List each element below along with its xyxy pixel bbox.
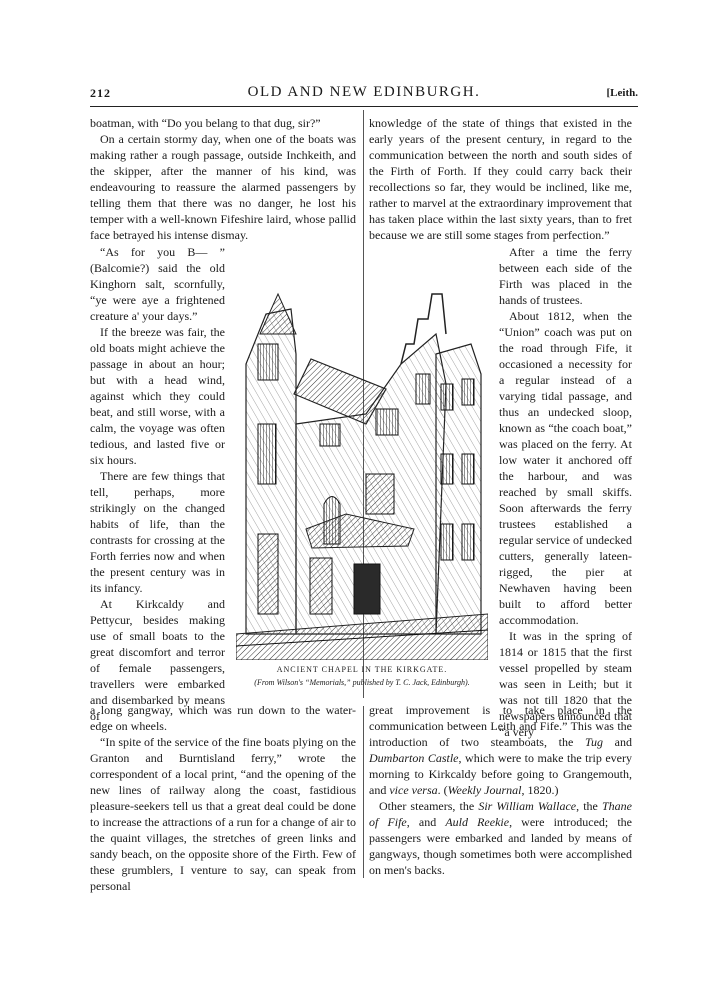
ship-name: Sir William Wallace: [478, 799, 577, 813]
header-rule: [90, 106, 638, 107]
text-run: . (: [437, 783, 448, 797]
paragraph: “In spite of the service of the fine boa…: [90, 735, 356, 893]
paragraph: On a certain stormy day, when one of the…: [90, 132, 356, 242]
paragraph: There are few things that tell, perhaps,…: [90, 469, 225, 595]
paragraph: It was in the spring of 1814 or 1815 tha…: [499, 629, 632, 739]
left-column-bottom: a long gangway, which was run down to th…: [90, 702, 356, 894]
paragraph: a long gangway, which was run down to th…: [90, 703, 356, 733]
ship-name: Auld Reekie: [445, 815, 510, 829]
text-run: Other steamers, the: [379, 799, 479, 813]
journal-title: Weekly Journal: [447, 783, 522, 797]
paragraph: Other steamers, the Sir William Wallace,…: [369, 798, 632, 878]
paragraph: knowledge of the state of things that ex…: [369, 116, 632, 242]
text-run: and: [603, 735, 632, 749]
paragraph: If the breeze was fair, the old boats mi…: [90, 325, 225, 467]
paragraph: After a time the ferry between each side…: [499, 245, 632, 307]
page-number: 212: [90, 86, 111, 100]
section-label: [Leith.: [606, 87, 638, 99]
chapel-engraving: [236, 274, 488, 660]
chapel-illustration: [236, 292, 488, 660]
figure-credit: (From Wilson's “Memorials,” published by…: [254, 678, 470, 687]
column-divider-lower: [363, 706, 364, 878]
text-run: , the: [576, 799, 602, 813]
right-column-top: knowledge of the state of things that ex…: [369, 115, 632, 243]
paragraph: About 1812, when the “Union” coach was p…: [499, 309, 632, 627]
text-run: , and: [406, 815, 446, 829]
left-column-top: boatman, with “Do you belang to that dug…: [90, 115, 356, 243]
figure-caption: ANCIENT CHAPEL IN THE KIRKGATE.: [276, 665, 448, 674]
paragraph: “As for you B— ” (Balcomie?) said the ol…: [90, 245, 225, 323]
ship-name: Dumbarton Castle: [369, 751, 459, 765]
running-title: OLD AND NEW EDINBURGH.: [247, 84, 481, 100]
right-column-narrow: After a time the ferry between each side…: [499, 244, 632, 740]
text-run: great improvement is to take place in th…: [369, 703, 632, 749]
text-run: , which were to make the trip every morn…: [369, 751, 632, 797]
paragraph: great improvement is to take place in th…: [369, 702, 632, 798]
text-run: , 1820.): [521, 783, 559, 797]
right-column-bottom: great improvement is to take place in th…: [369, 702, 632, 878]
latin-phrase: vice versa: [389, 783, 438, 797]
paragraph: At Kirkcaldy and Pettycur, besides makin…: [90, 597, 225, 723]
text-run: , were introduced; the passengers were e…: [369, 815, 633, 877]
ship-name: Tug: [584, 735, 603, 749]
running-header: 212 OLD AND NEW EDINBURGH. [Leith.: [90, 84, 638, 106]
left-column-narrow: “As for you B— ” (Balcomie?) said the ol…: [90, 244, 225, 724]
ship-name: Thane of Fife: [369, 799, 632, 829]
paragraph: boatman, with “Do you belang to that dug…: [90, 116, 321, 130]
